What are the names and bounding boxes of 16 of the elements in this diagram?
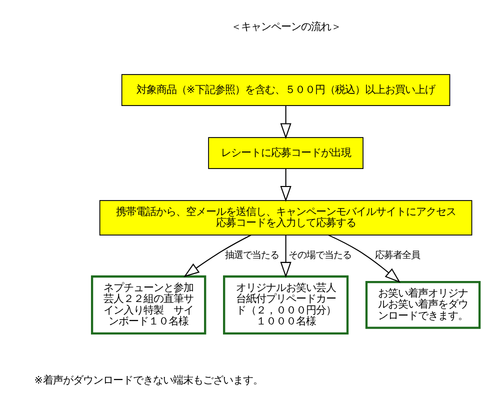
arrow — [280, 168, 292, 202]
arrow — [280, 235, 292, 278]
arrow — [328, 234, 401, 283]
node-box: 携帯電話から、空メールを送信し、キャンペーンモバイルサイトにアクセス応募コードを入力して応募する — [99, 200, 472, 236]
node-box: レシートに応募コードが出現 — [208, 137, 364, 170]
edge-label: その場で当たる — [288, 250, 352, 262]
edge-label: 応募者全員 — [375, 250, 420, 262]
arrow — [184, 234, 252, 278]
edge-label: 抽選で当たる — [225, 250, 280, 262]
node-box: 対象商品（※下記参照）を含む、５００円（税込）以上お買い上げ — [121, 74, 450, 106]
node-box: ネプチューンと参加芸人２２組の直筆サイン入り特製 サインボード１０名様 — [90, 275, 206, 335]
node-box: お笑い着声オリジナルお笑い着声をダウンロードできます。 — [365, 281, 481, 329]
caption: ※着声がダウンロードできない端末もございます。 — [34, 374, 263, 387]
diagram-title: ＜キャンペーンの流れ＞ — [230, 20, 341, 33]
node-box: オリジナルお笑い芸人台紙付プリペードカード（２，０００円分）１０００名様 — [223, 275, 349, 335]
arrow — [280, 106, 292, 140]
